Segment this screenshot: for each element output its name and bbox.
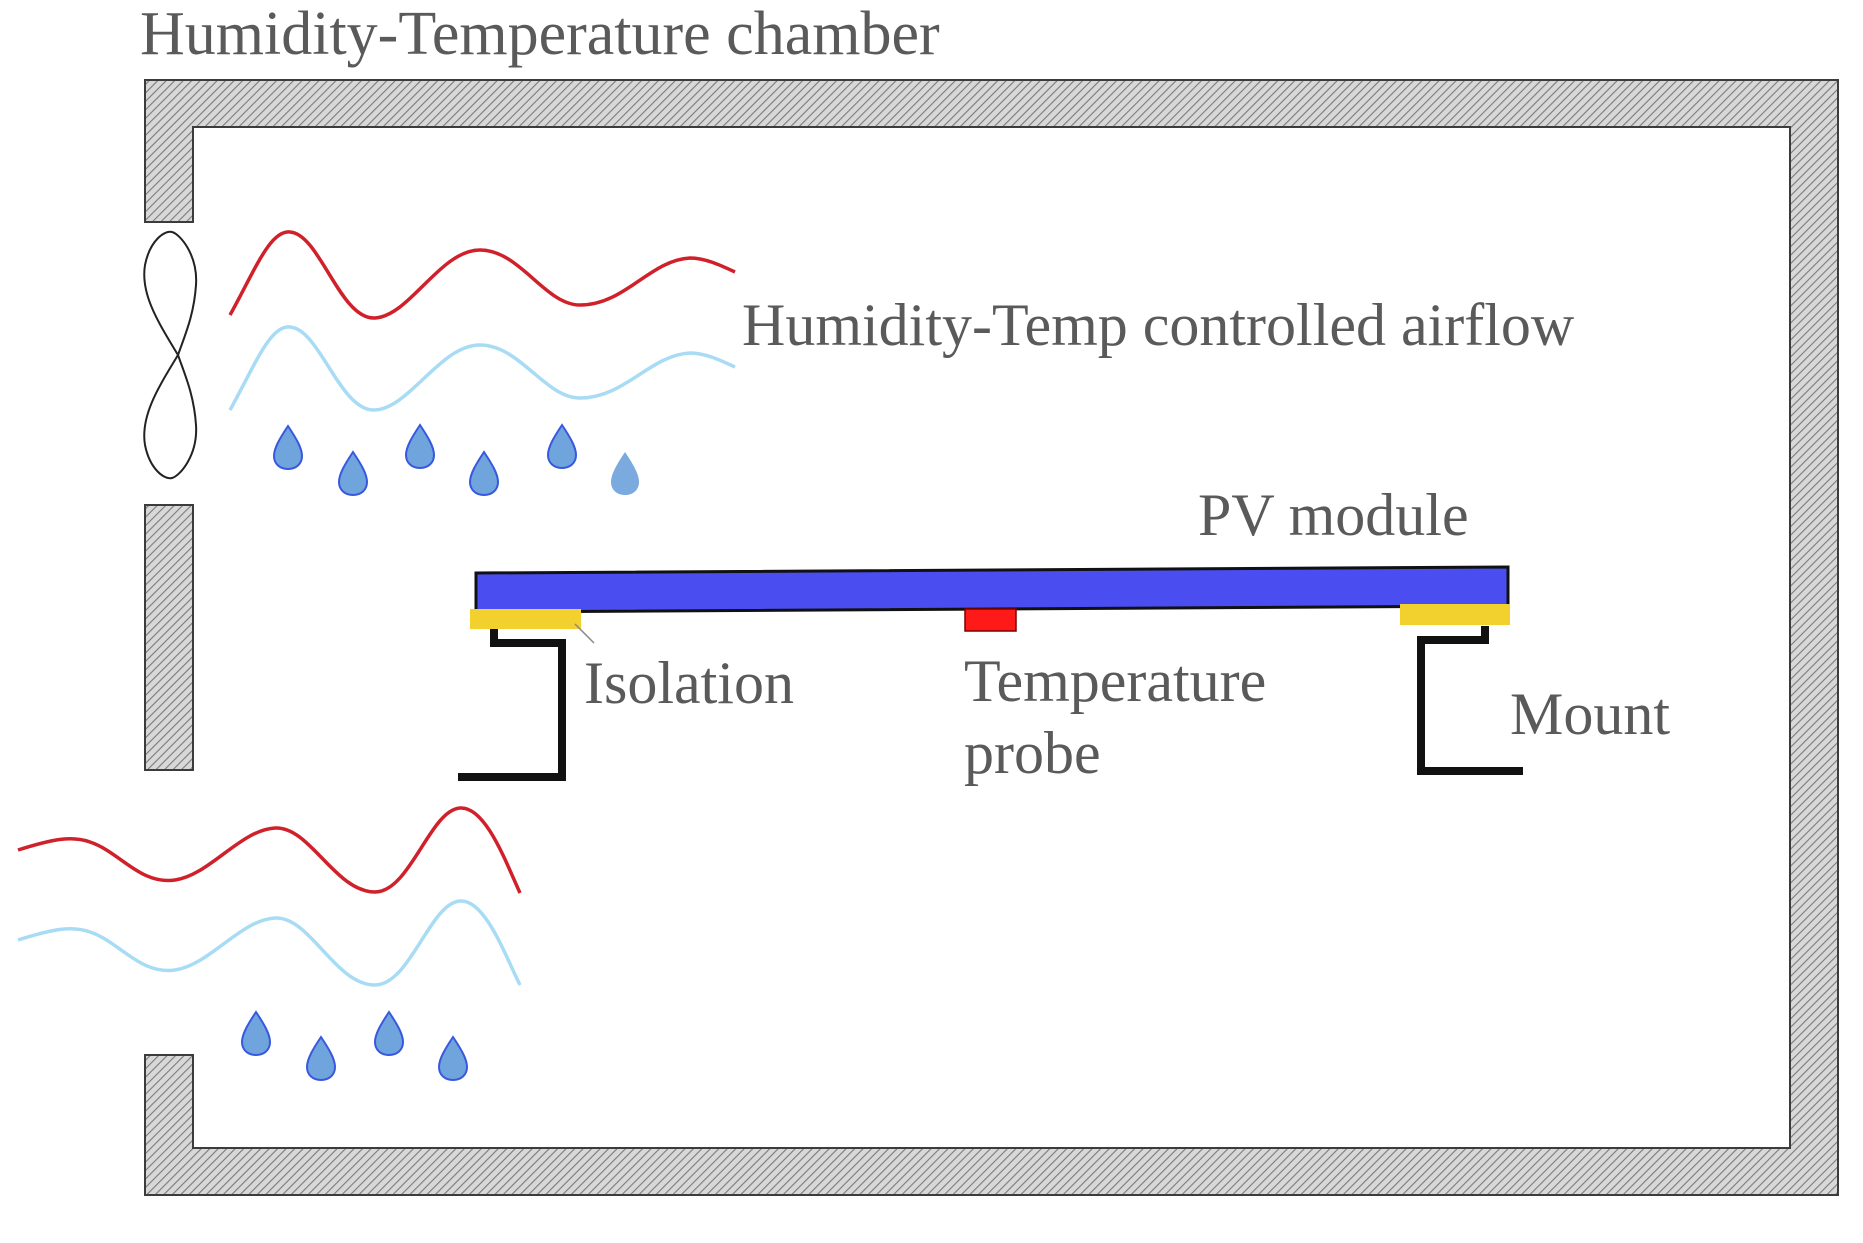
warm-airflow-wave-lower <box>17 806 522 894</box>
chamber-wall-middle-section <box>144 504 194 771</box>
temperature-probe <box>964 608 1017 632</box>
water-droplet-icon <box>404 423 436 470</box>
airflow-label: Humidity-Temp controlled airflow <box>742 292 1575 358</box>
airflow-lower <box>17 806 522 987</box>
cool-airflow-wave-lower <box>17 899 522 987</box>
isolation-leader-line <box>574 623 595 644</box>
fan-icon <box>143 230 198 480</box>
chamber-wall-main <box>144 79 1839 1196</box>
cool-airflow-wave-upper <box>228 325 736 412</box>
pv-module <box>474 565 1510 614</box>
droplets-lower <box>240 1010 469 1082</box>
warm-airflow-wave-upper <box>228 230 736 320</box>
water-droplet-icon <box>468 450 500 497</box>
water-droplet-icon <box>337 450 369 497</box>
water-droplet-icon <box>437 1035 469 1082</box>
chamber-title-label: Humidity-Temperature chamber <box>140 0 940 68</box>
water-droplet-icon <box>373 1010 405 1057</box>
pv-module-label: PV module <box>1198 482 1469 548</box>
mount-label: Mount <box>1510 681 1671 747</box>
water-droplet-icon <box>305 1035 337 1082</box>
isolation-pad-right <box>1400 604 1510 625</box>
water-droplet-icon <box>272 424 304 471</box>
temperature-probe-label: Temperature probe <box>964 648 1267 786</box>
water-droplet-icon <box>240 1010 272 1057</box>
chamber-walls <box>144 79 1839 1196</box>
airflow-upper <box>228 230 736 412</box>
mount-bracket-right <box>1417 626 1523 775</box>
pv-module-assembly <box>458 565 1523 781</box>
isolation-label: Isolation <box>584 650 794 716</box>
water-droplet-icon <box>611 452 639 495</box>
mount-bracket-left <box>458 629 566 781</box>
droplets-upper <box>272 423 639 497</box>
isolation-pad-left <box>470 609 581 629</box>
water-droplet-icon <box>546 423 578 470</box>
